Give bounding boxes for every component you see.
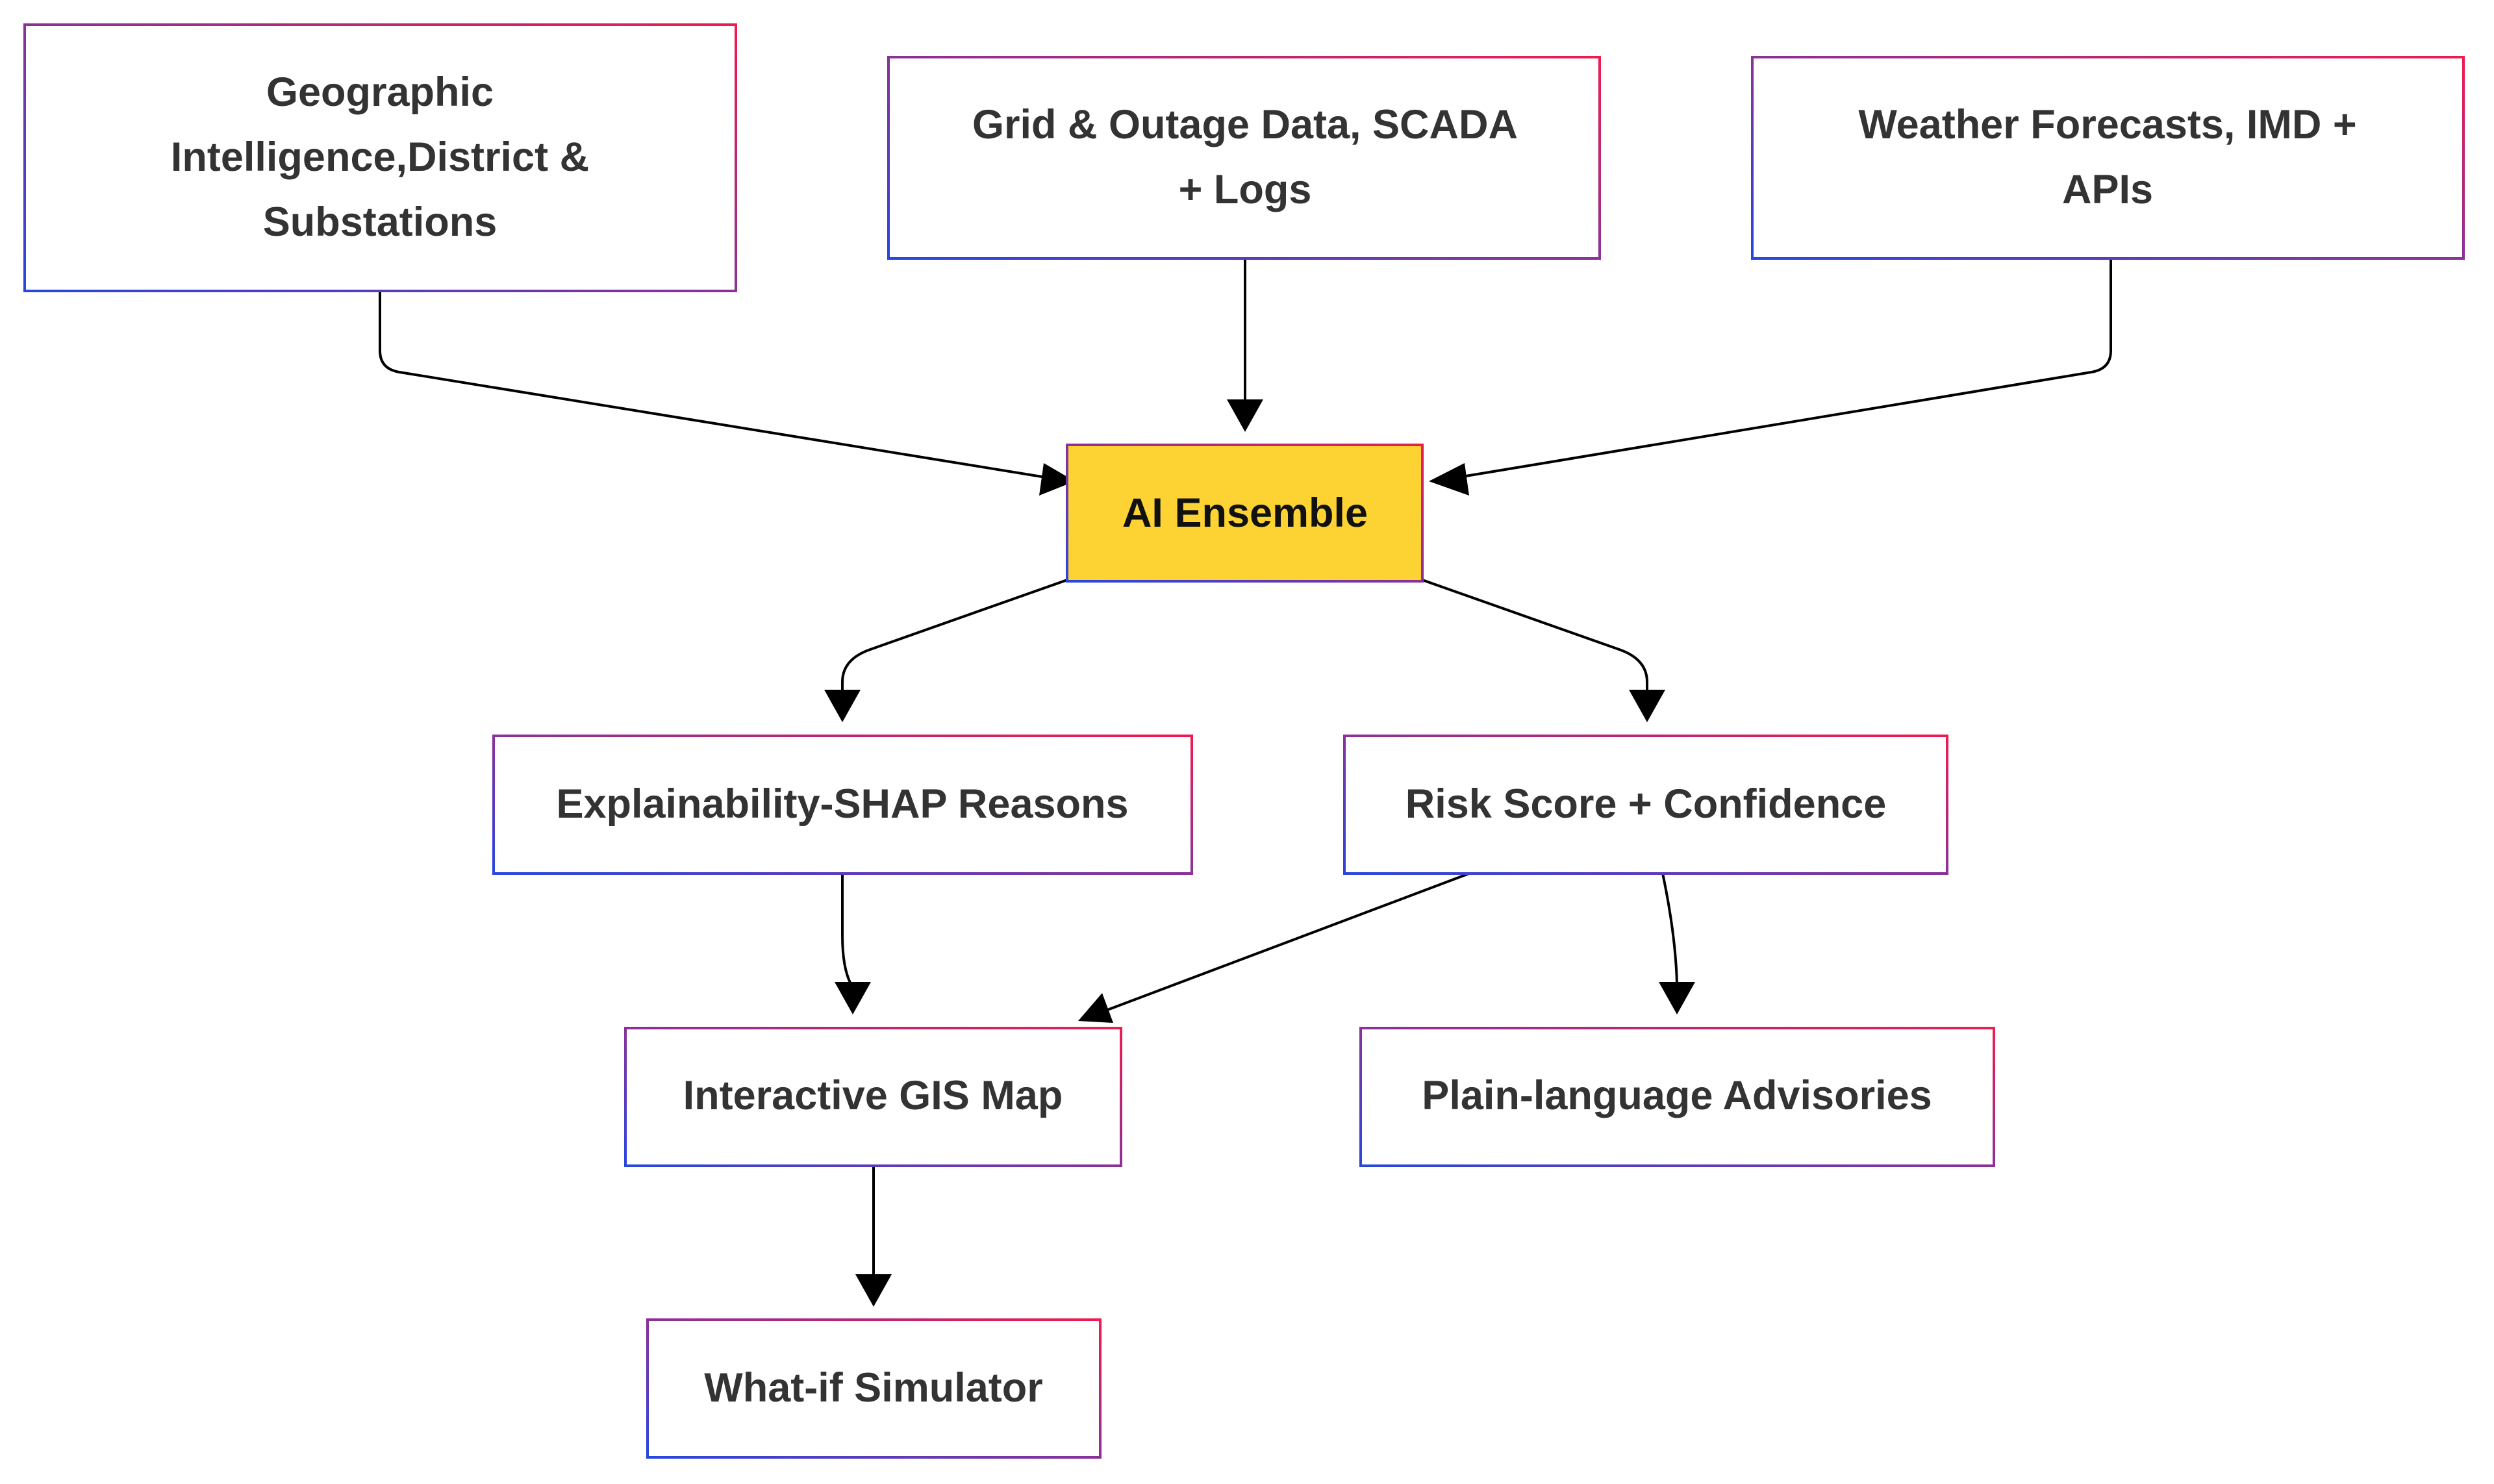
- node-weather-forecasts[interactable]: Weather Forecasts, IMD + APIs: [1751, 56, 2465, 260]
- arrowhead-weather-to-ai: [1429, 463, 1469, 496]
- node-grid-label-line-2: + Logs: [1179, 167, 1312, 212]
- arrowhead-ai-to-shap: [824, 690, 861, 722]
- arrowhead-risk-to-advisories: [1659, 982, 1695, 1014]
- node-risk-score[interactable]: Risk Score + Confidence: [1343, 735, 1948, 875]
- node-interactive-gis-map[interactable]: Interactive GIS Map: [624, 1027, 1122, 1167]
- node-geographic-intelligence[interactable]: Geographic Intelligence,District & Subst…: [23, 23, 737, 292]
- edge-geo-to-ai: [379, 291, 1046, 479]
- arrowhead-grid-to-ai: [1227, 399, 1263, 432]
- node-geo-label-line-3: Substations: [263, 199, 498, 245]
- arrowhead-gis-to-simulator: [855, 1274, 892, 1307]
- edge-shap-to-gis: [841, 874, 852, 985]
- node-what-if-simulator[interactable]: What-if Simulator: [646, 1318, 1102, 1459]
- arrowhead-shap-to-gis: [835, 982, 871, 1014]
- node-gis-label: Interactive GIS Map: [683, 1073, 1063, 1118]
- edges-group: [379, 260, 2112, 1307]
- node-ai-ensemble[interactable]: AI Ensemble: [1066, 444, 1424, 583]
- node-grid-outage-data[interactable]: Grid & Outage Data, SCADA + Logs: [887, 56, 1601, 260]
- arrowhead-ai-to-risk: [1629, 690, 1665, 722]
- edge-weather-to-ai: [1457, 260, 2112, 479]
- edge-risk-to-gis: [1107, 872, 1470, 1011]
- node-ai-label: AI Ensemble: [1122, 490, 1368, 536]
- node-risk-label: Risk Score + Confidence: [1405, 781, 1887, 827]
- nodes-group: Geographic Intelligence,District & Subst…: [23, 23, 2465, 1459]
- node-simulator-label: What-if Simulator: [704, 1365, 1042, 1411]
- node-shap-label: Explainability-SHAP Reasons: [556, 781, 1128, 827]
- edge-risk-to-advisories: [1661, 873, 1678, 985]
- edge-ai-to-risk: [1422, 579, 1648, 692]
- node-grid-label-line-1: Grid & Outage Data, SCADA: [972, 102, 1518, 147]
- node-weather-label-line-1: Weather Forecasts, IMD +: [1858, 102, 2356, 147]
- edge-ai-to-shap: [841, 579, 1068, 692]
- node-advisories-label: Plain-language Advisories: [1422, 1073, 1932, 1118]
- arrowhead-geo-to-ai: [1039, 463, 1075, 496]
- node-plain-language-advisories[interactable]: Plain-language Advisories: [1359, 1027, 1995, 1167]
- node-geo-label-line-2: Intelligence,District &: [171, 134, 589, 180]
- node-weather-label-line-2: APIs: [2062, 167, 2153, 212]
- arrowhead-risk-to-gis: [1078, 993, 1113, 1023]
- node-geo-label-line-1: Geographic: [266, 69, 494, 115]
- node-explainability-shap[interactable]: Explainability-SHAP Reasons: [492, 735, 1193, 875]
